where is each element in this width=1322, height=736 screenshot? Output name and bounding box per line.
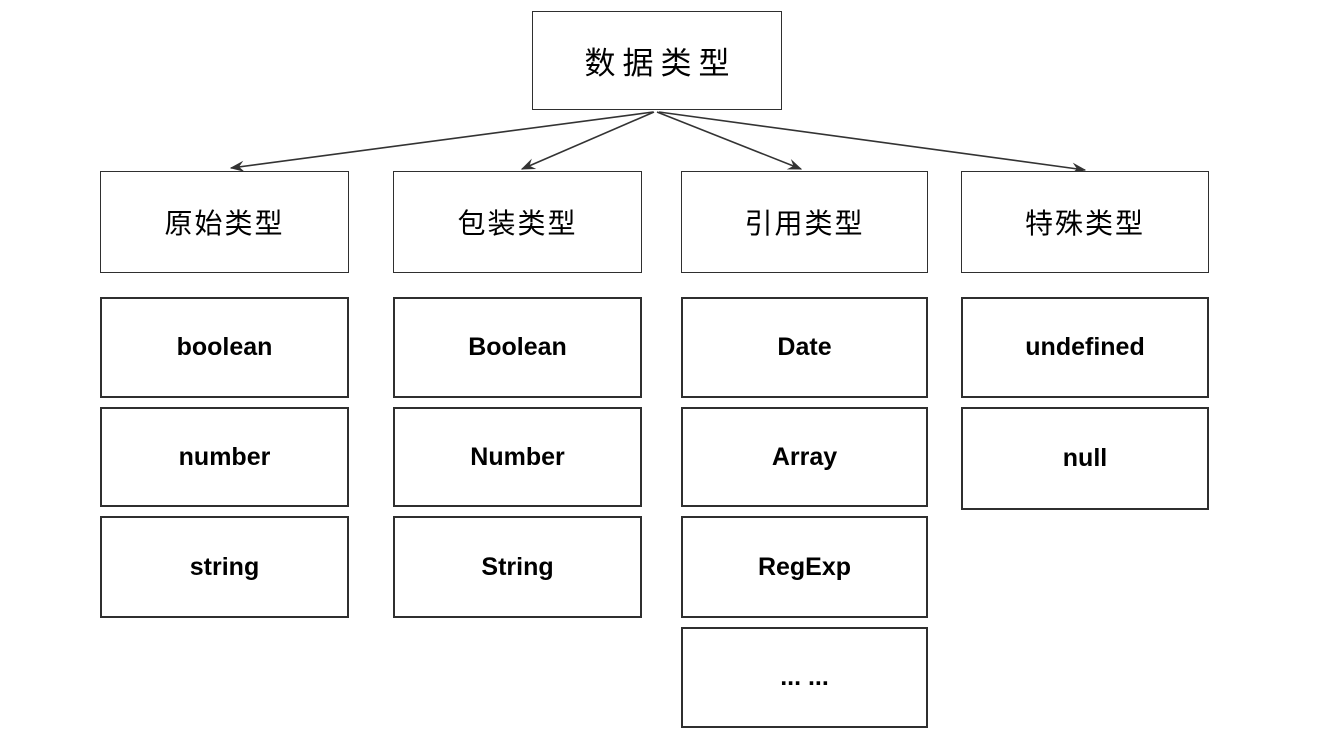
type-node-date: Date [681, 297, 928, 398]
root-node-data-types: 数据类型 [532, 11, 782, 110]
category-node-reference-types: 引用类型 [681, 171, 928, 273]
type-node-label: RegExp [757, 552, 852, 581]
type-node-label: null [1062, 444, 1108, 472]
type-node-ellipsis: ... ... [681, 627, 928, 728]
category-node-wrapper-types: 包装类型 [393, 171, 642, 273]
type-node-array: Array [681, 407, 928, 507]
type-node-label: undefined [1025, 333, 1145, 361]
type-node-label: Number [470, 442, 565, 471]
type-node-label: string [189, 552, 260, 581]
type-node-label: Date [777, 333, 832, 361]
type-node-label: Boolean [468, 333, 567, 361]
category-label: 原始类型 [164, 209, 285, 240]
type-node-boolean: boolean [100, 297, 349, 398]
type-node-regexp: RegExp [681, 516, 928, 618]
type-node-number: number [100, 407, 349, 507]
type-node-label: boolean [176, 333, 273, 361]
type-node-string: string [100, 516, 349, 618]
type-node-string-wrapper: String [393, 516, 642, 618]
category-node-primitive-types: 原始类型 [100, 171, 349, 273]
category-label: 引用类型 [744, 209, 865, 240]
type-node-label: number [178, 442, 271, 471]
type-node-label: Array [771, 442, 838, 471]
root-node-label: 数据类型 [584, 46, 737, 81]
type-node-boolean-wrapper: Boolean [393, 297, 642, 398]
type-node-undefined: undefined [961, 297, 1209, 398]
category-label: 包装类型 [457, 209, 578, 240]
category-node-special-types: 特殊类型 [961, 171, 1209, 273]
type-node-null: null [961, 407, 1209, 510]
category-label: 特殊类型 [1024, 209, 1145, 240]
type-node-label: String [481, 552, 554, 581]
type-node-number-wrapper: Number [393, 407, 642, 507]
type-node-label: ... ... [780, 663, 829, 691]
